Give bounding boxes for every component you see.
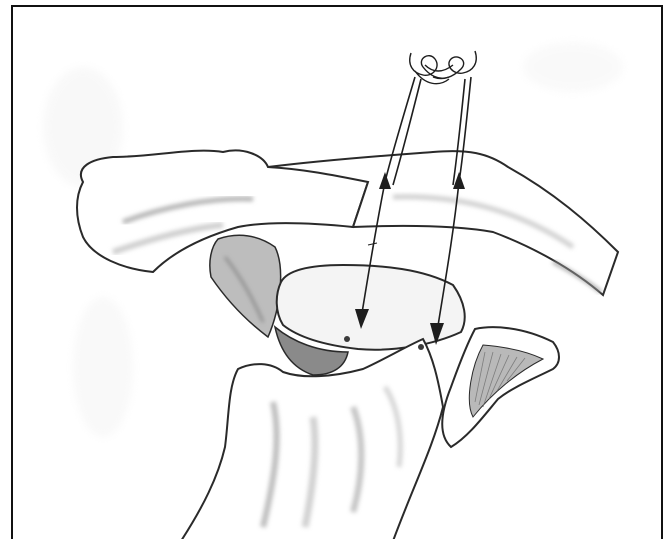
shoulder-suture-illustration: [13, 7, 663, 539]
figure-frame: [11, 5, 663, 539]
suture-tick-left: [368, 243, 377, 245]
suture-knot: [410, 51, 477, 84]
drill-hole-left: [344, 336, 350, 342]
ligament-band: [210, 235, 281, 337]
acromion: [275, 265, 465, 375]
scapula-spine: [442, 327, 559, 447]
drill-hole-right: [418, 344, 424, 350]
